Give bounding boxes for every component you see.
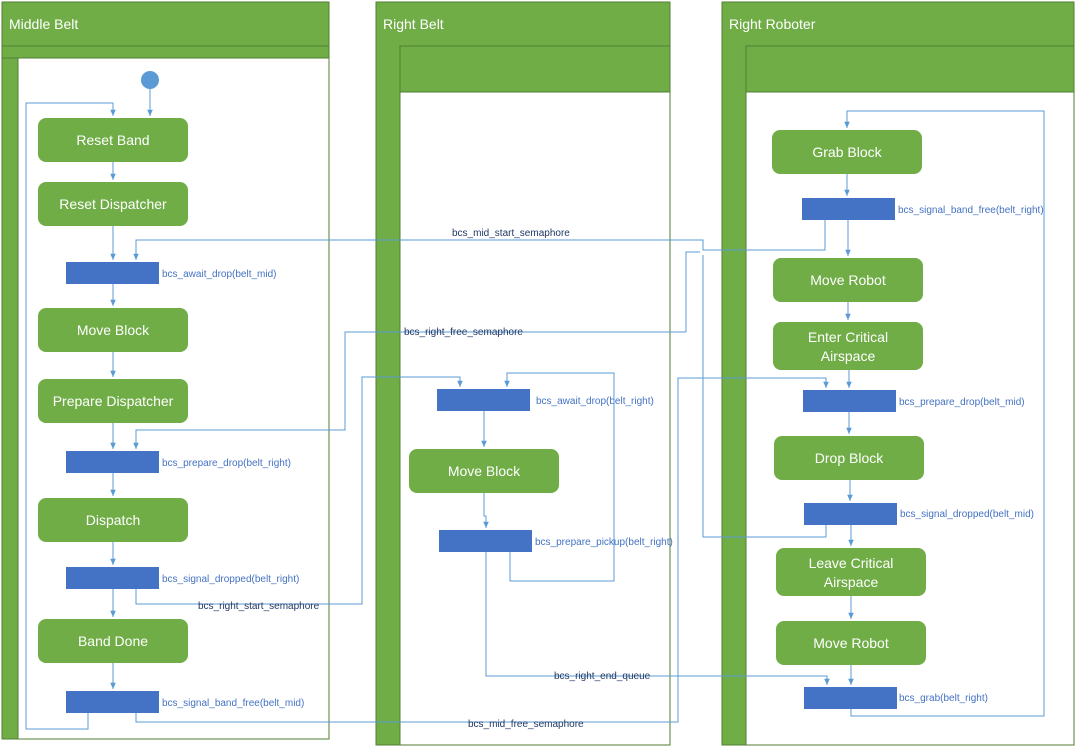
action-leave-critical-airspace bbox=[776, 548, 926, 596]
flow-robot-dropped-link bbox=[702, 255, 827, 538]
flow-label: bcs_mid_free_semaphore bbox=[468, 719, 584, 730]
flow-label: bcs_mid_start_semaphore bbox=[452, 228, 570, 239]
flow-label: bcs_right_start_semaphore bbox=[198, 601, 320, 612]
bar-label: bcs_signal_band_free(belt_mid) bbox=[162, 698, 304, 709]
sync-bar-await-drop-right bbox=[437, 389, 530, 411]
action-label: Leave Critical bbox=[809, 555, 894, 571]
action-drop-block bbox=[774, 436, 924, 480]
action-label: Airspace bbox=[821, 348, 876, 364]
lane-title: Middle Belt bbox=[9, 16, 78, 32]
flow-mid-start-semaphore bbox=[133, 220, 826, 260]
bar-label: bcs_await_drop(belt_mid) bbox=[162, 269, 277, 280]
action-label: Move Block bbox=[448, 463, 521, 479]
sync-bar-signal-dropped-right bbox=[66, 567, 159, 589]
action-label: Move Robot bbox=[813, 635, 889, 651]
action-dispatch bbox=[38, 498, 188, 542]
flow-right-free-semaphore-segment bbox=[685, 251, 700, 332]
action-label: Move Robot bbox=[810, 272, 886, 288]
flow-right-start-semaphore bbox=[135, 376, 463, 605]
sync-bar-prepare-drop-mid bbox=[803, 390, 896, 412]
action-move-robot-2 bbox=[776, 621, 926, 665]
initial-node bbox=[141, 71, 159, 89]
action-label: Reset Band bbox=[76, 132, 149, 148]
action-label: Band Done bbox=[78, 633, 148, 649]
flow-label: bcs_right_end_queue bbox=[554, 671, 651, 682]
sync-bar-await-drop-mid bbox=[66, 262, 159, 284]
action-reset-band bbox=[38, 118, 188, 162]
action-label: Enter Critical bbox=[808, 329, 888, 345]
action-label: Reset Dispatcher bbox=[59, 196, 167, 212]
action-enter-critical-airspace bbox=[773, 322, 923, 370]
flow-arrow bbox=[483, 493, 489, 528]
sync-bar-signal-dropped-mid bbox=[804, 503, 897, 525]
flow-right-free-semaphore bbox=[133, 331, 686, 449]
bar-label: bcs_signal_dropped(belt_right) bbox=[162, 574, 299, 585]
bar-label: bcs_signal_dropped(belt_mid) bbox=[900, 509, 1034, 520]
action-band-done bbox=[38, 619, 188, 663]
flow-loop-back bbox=[25, 102, 116, 730]
action-label: Drop Block bbox=[815, 450, 884, 466]
bar-label: bcs_await_drop(belt_right) bbox=[536, 396, 654, 407]
lane-title: Right Belt bbox=[383, 16, 444, 32]
bar-label: bcs_signal_band_free(belt_right) bbox=[898, 205, 1044, 216]
sync-bar-prepare-pickup-right bbox=[439, 530, 532, 552]
flow-loop-back bbox=[844, 110, 1045, 717]
sync-bar-signal-band-free-right bbox=[802, 198, 895, 220]
sync-bar-prepare-drop-right bbox=[66, 451, 159, 473]
action-label: Move Block bbox=[77, 322, 150, 338]
action-move-block-right bbox=[409, 449, 559, 493]
action-label: Grab Block bbox=[812, 144, 882, 160]
flow-label: bcs_right_free_semaphore bbox=[404, 327, 523, 338]
bar-label: bcs_grab(belt_right) bbox=[899, 693, 988, 704]
bar-label: bcs_prepare_pickup(belt_right) bbox=[535, 537, 673, 548]
bar-label: bcs_prepare_drop(belt_mid) bbox=[899, 397, 1025, 408]
action-label: Prepare Dispatcher bbox=[53, 393, 174, 409]
sync-bar-signal-band-free-mid bbox=[66, 691, 159, 713]
flow-mid-free-semaphore bbox=[135, 377, 829, 723]
action-prepare-dispatcher bbox=[38, 379, 188, 423]
action-grab-block bbox=[772, 130, 922, 174]
action-label: Dispatch bbox=[86, 512, 140, 528]
action-reset-dispatcher bbox=[38, 182, 188, 226]
action-move-robot-1 bbox=[773, 258, 923, 302]
lane-title: Right Roboter bbox=[729, 16, 816, 32]
action-move-block-mid bbox=[38, 308, 188, 352]
bar-label: bcs_prepare_drop(belt_right) bbox=[162, 458, 291, 469]
sync-bar-grab-right bbox=[804, 687, 897, 709]
flow-loop-back bbox=[504, 372, 615, 582]
action-label: Airspace bbox=[824, 574, 879, 590]
flow-right-end-queue bbox=[485, 552, 830, 685]
lane-right-roboter: Right Roboter bbox=[721, 1, 1075, 746]
